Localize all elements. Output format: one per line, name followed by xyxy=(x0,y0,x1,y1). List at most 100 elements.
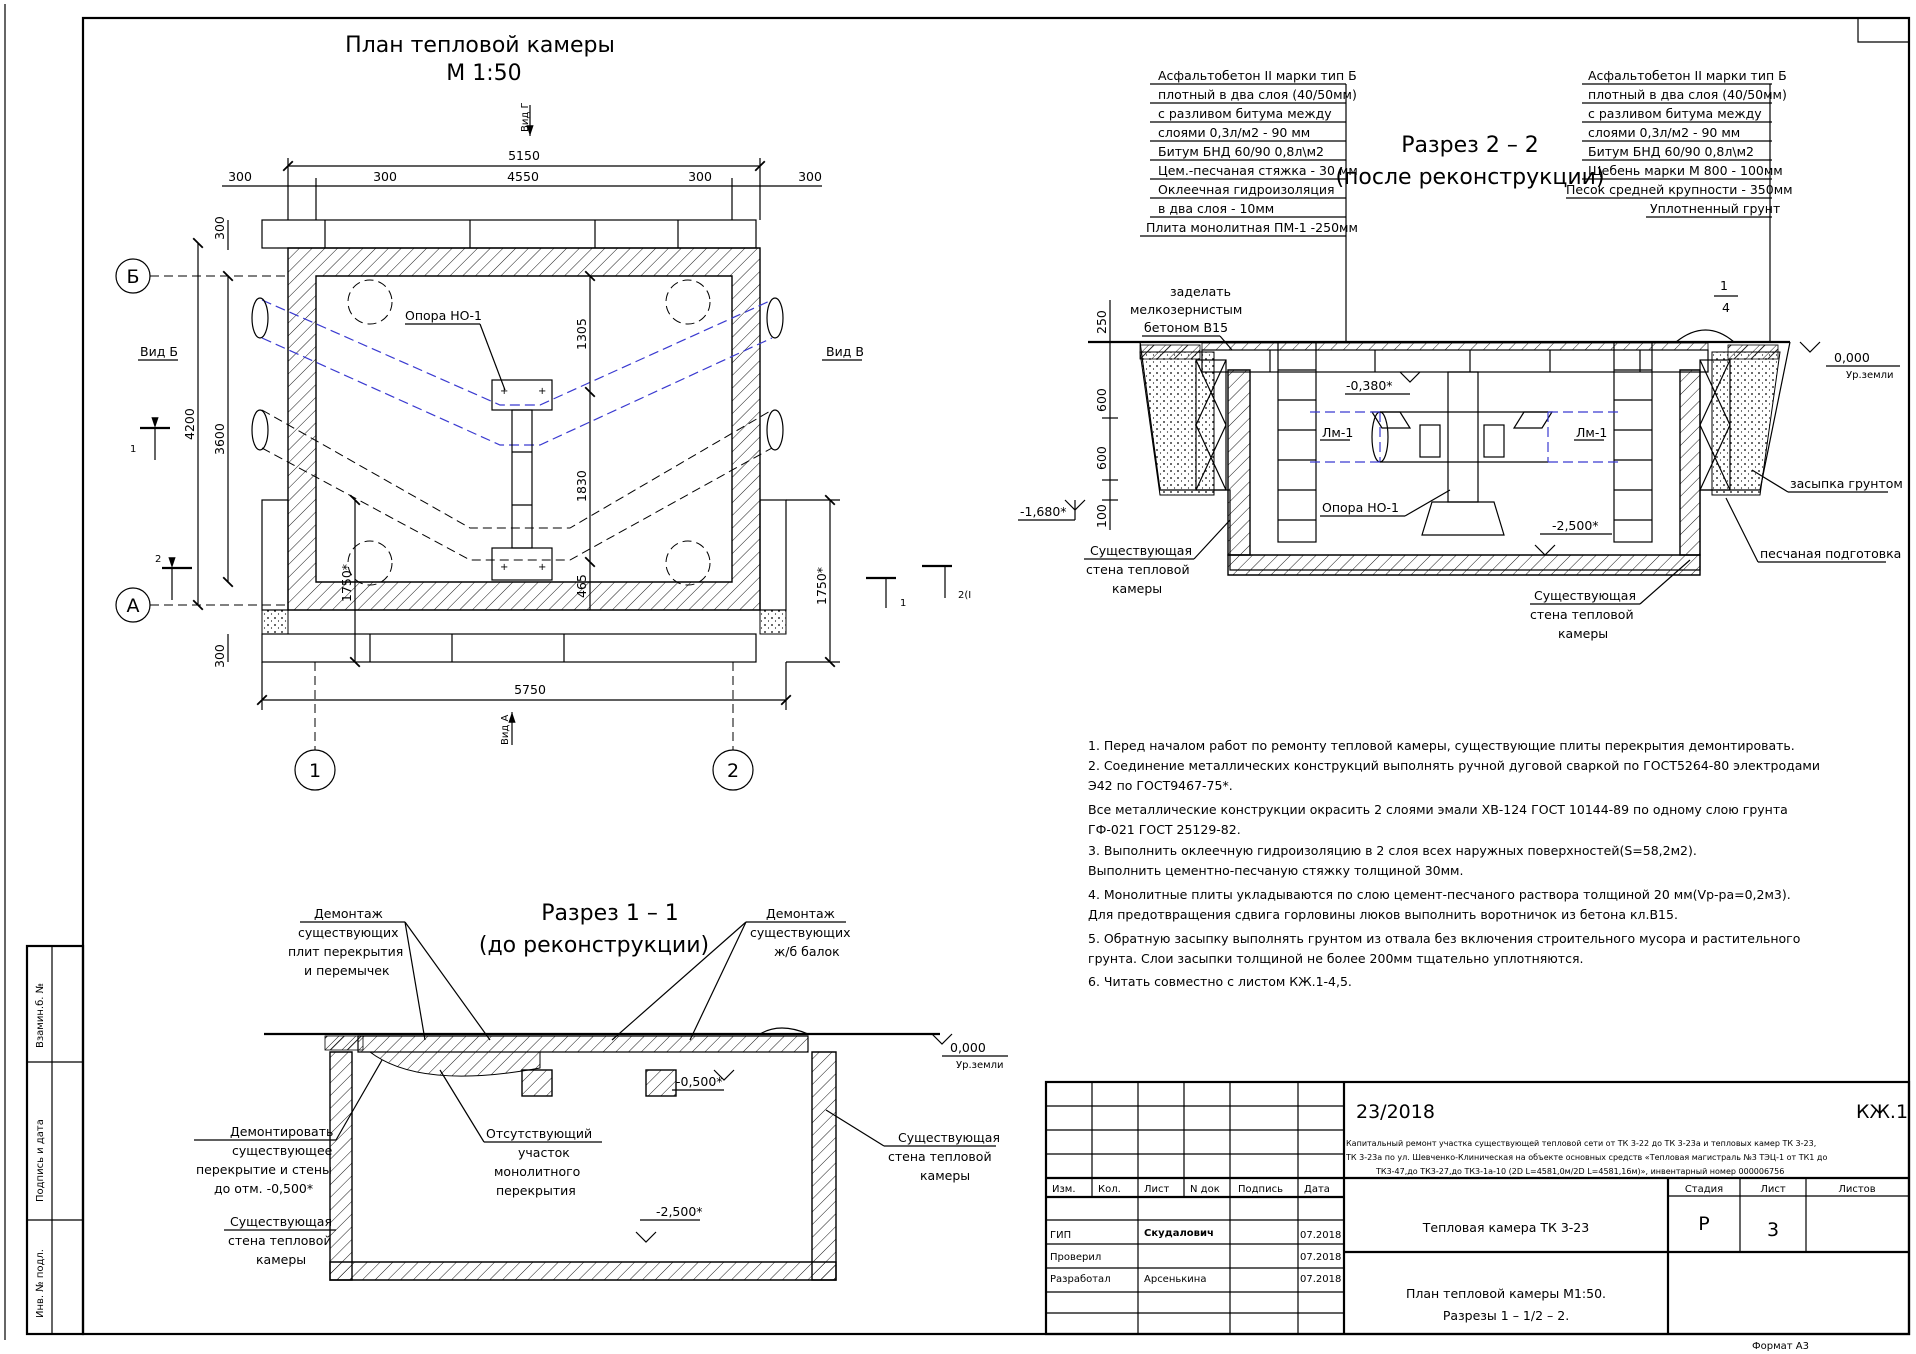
s22-wall-left xyxy=(1227,369,1251,556)
s22-dim-600b: 600 xyxy=(1094,446,1109,470)
tb-name-0: Скудалович xyxy=(1144,1228,1214,1239)
tb-sheet-label: Лист xyxy=(1760,1184,1786,1195)
s22-wall-right xyxy=(1679,369,1701,556)
dim-1750-in: 1750* xyxy=(339,564,354,602)
dim-3600: 3600 xyxy=(212,423,227,455)
s22-ground: Ур.земли xyxy=(1846,370,1894,381)
svg-text:4. Монолитные плиты укладывают: 4. Монолитные плиты укладываются по слою… xyxy=(1088,887,1791,902)
s11-lvl-2500: -2,500* xyxy=(656,1204,703,1219)
s11-wall-left-3: камеры xyxy=(256,1252,306,1267)
s22-seal-1: заделать xyxy=(1170,284,1231,299)
s22-lm-right: Лм-1 xyxy=(1576,425,1607,440)
svg-text:6. Читать совместно с листом К: 6. Читать совместно с листом КЖ.1-4,5. xyxy=(1088,974,1352,989)
s22-support-label: Опора НО-1 xyxy=(1322,500,1399,515)
support-ho1: ++ ++ xyxy=(491,379,553,581)
stamp-inv: Взамин.б. № xyxy=(35,983,46,1048)
tb-h-izm: Изм. xyxy=(1052,1184,1076,1195)
s11-top-slab xyxy=(357,1035,809,1053)
s11-beam-1 xyxy=(521,1069,553,1097)
tb-date-0: 07.2018 xyxy=(1300,1230,1341,1241)
s11-demo-slabs-3: плит перекрытия xyxy=(288,944,403,959)
svg-text:3. Выполнить оклеечную гидроиз: 3. Выполнить оклеечную гидроизоляцию в 2… xyxy=(1088,843,1697,858)
s11-demo-beams-3: ж/б балок xyxy=(774,944,840,959)
s11-missing-slab xyxy=(368,1051,541,1077)
tb-title-2: Разрезы 1 – 1/2 – 2. xyxy=(1443,1308,1569,1323)
dim-300-bot: 300 xyxy=(212,644,227,668)
s11-demo-beams-1: Демонтаж xyxy=(766,906,835,921)
svg-text:Для предотвращения сдвига горл: Для предотвращения сдвига горловины люко… xyxy=(1088,907,1678,922)
tb-date-2: 07.2018 xyxy=(1300,1274,1341,1285)
svg-text:Плита монолитная ПМ-1 -250мм: Плита монолитная ПМ-1 -250мм xyxy=(1146,220,1358,235)
tb-h-ndok: N док xyxy=(1190,1184,1220,1195)
s11-ground: Ур.земли xyxy=(956,1060,1004,1071)
s22-lvl-0000: 0,000 xyxy=(1834,350,1870,365)
s11-wall-right-1: Существующая xyxy=(898,1130,1000,1145)
dim-300-ir: 300 xyxy=(688,169,712,184)
svg-text:+: + xyxy=(538,386,546,397)
s11-floor xyxy=(329,1261,837,1281)
tb-name-2: Арсенькина xyxy=(1144,1274,1206,1285)
view-a-label: Вид А xyxy=(500,715,511,745)
sheet-frame: Взамин.б. № Подпись и дата Инв. № подл. xyxy=(4,4,1911,1340)
s11-beam-2 xyxy=(645,1069,677,1097)
s11-missing-3: монолитного xyxy=(494,1164,580,1179)
s11-wall-right xyxy=(811,1051,837,1281)
s22-lm-left: Лм-1 xyxy=(1322,425,1353,440)
tb-role-0: ГИП xyxy=(1050,1230,1071,1241)
bottom-slab xyxy=(261,633,757,663)
dim-1305: 1305 xyxy=(574,318,589,350)
svg-text:плотный в два слоя (40/50мм): плотный в два слоя (40/50мм) xyxy=(1588,87,1787,102)
s11-title2: (до реконструкции) xyxy=(479,933,709,958)
tb-h-data: Дата xyxy=(1304,1184,1330,1195)
s22-dim-100: 100 xyxy=(1094,504,1109,528)
s11-wall-left-1: Существующая xyxy=(230,1214,332,1229)
axis-b: Б xyxy=(126,266,139,288)
tb-role-1: Проверил xyxy=(1050,1252,1101,1263)
tb-code: 23/2018 xyxy=(1356,1101,1435,1123)
dim-1830: 1830 xyxy=(574,470,589,502)
section-1-1: Разрез 1 – 1 (до реконструкции) Демонтаж… xyxy=(194,901,1008,1281)
cut-1-mark: 1 xyxy=(130,444,136,455)
svg-text:грунта. Слои засыпки толщиной: грунта. Слои засыпки толщиной не более 2… xyxy=(1088,951,1583,966)
svg-text:Битум БНД 60/90 0,8л\м2: Битум БНД 60/90 0,8л\м2 xyxy=(1588,144,1754,159)
dim-300-top: 300 xyxy=(212,216,227,240)
pipe-supply xyxy=(261,299,773,406)
s11-missing-2: участок xyxy=(518,1145,570,1160)
s11-demo-walls-2: существующее xyxy=(232,1143,333,1158)
svg-text:+: + xyxy=(500,562,508,573)
svg-text:Асфальтобетон II марки тип Б: Асфальтобетон II марки тип Б xyxy=(1588,68,1787,83)
tb-desc-2: ТК 3-23а по ул. Шевченко-Клиническая на … xyxy=(1345,1153,1827,1162)
s22-left-layers: Асфальтобетон II марки тип Б плотный в д… xyxy=(1140,68,1358,342)
dim-300-r: 300 xyxy=(798,169,822,184)
s22-wall-bottom-1: Существующая xyxy=(1534,588,1636,603)
s22-lvl-1680: -1,680* xyxy=(1020,504,1067,519)
s22-wall-bottom-3: камеры xyxy=(1558,626,1608,641)
axis-1: 1 xyxy=(309,760,321,782)
s22-slope-top: 1 xyxy=(1720,278,1728,293)
tb-desc-1: Капитальный ремонт участка существующей … xyxy=(1346,1139,1816,1148)
s11-wall-right-2: стена тепловой xyxy=(888,1149,992,1164)
s22-lvl-2500: -2,500* xyxy=(1552,518,1599,533)
tb-stage: Р xyxy=(1698,1213,1709,1235)
tb-h-list: Лист xyxy=(1144,1184,1170,1195)
dim-300-l: 300 xyxy=(228,169,252,184)
s11-missing-4: перекрытия xyxy=(496,1183,576,1198)
title-block: 23/2018 КЖ.1 Капитальный ремонт участка … xyxy=(1044,1080,1911,1352)
dim-5150: 5150 xyxy=(508,148,540,163)
tb-object: Тепловая камера ТК 3-23 xyxy=(1422,1220,1589,1235)
s22-slope-bot: 4 xyxy=(1722,300,1730,315)
svg-text:Э42 по ГОСТ9467-75*.: Э42 по ГОСТ9467-75*. xyxy=(1088,778,1233,793)
s22-wall-left-2: стена тепловой xyxy=(1086,562,1190,577)
s22-dim-250: 250 xyxy=(1094,310,1109,334)
tb-h-kol: Кол. xyxy=(1098,1184,1121,1195)
s22-wall-left-3: камеры xyxy=(1112,581,1162,596)
view-b-label: Вид Б xyxy=(140,344,178,359)
tb-date-1: 07.2018 xyxy=(1300,1252,1341,1263)
cut-2-mark: 2 xyxy=(155,554,161,565)
s22-support-post xyxy=(1447,371,1479,503)
stamp-sign: Подпись и дата xyxy=(35,1119,46,1202)
axis-a: А xyxy=(127,595,140,617)
svg-text:Все металлические конструкции: Все металлические конструкции окрасить 2… xyxy=(1088,802,1788,817)
s11-demo-slabs-1: Демонтаж xyxy=(314,906,383,921)
